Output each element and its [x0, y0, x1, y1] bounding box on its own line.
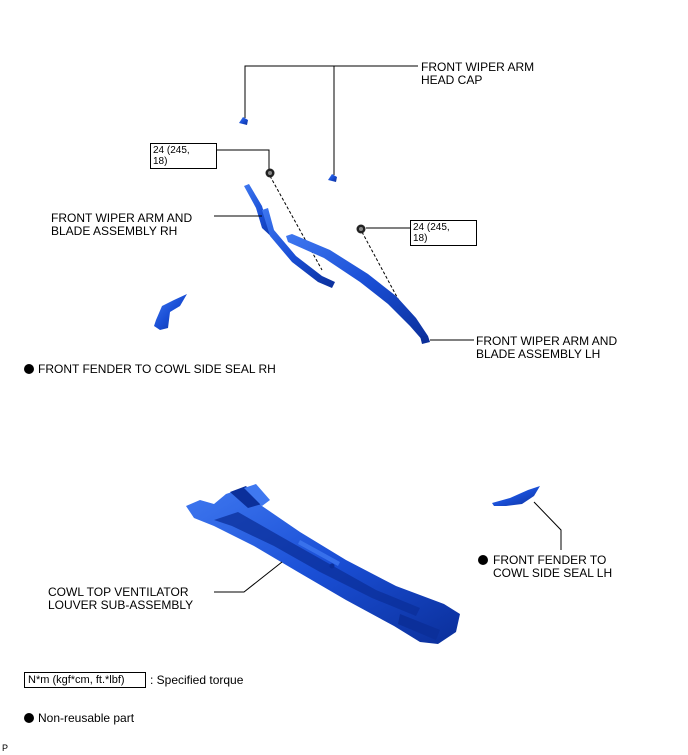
- torque-lh-box: 24 (245, 18): [410, 220, 477, 246]
- arm-lh-label: FRONT WIPER ARM AND BLADE ASSEMBLY LH: [476, 334, 618, 361]
- head-cap-lh: [328, 174, 337, 182]
- seal-rh-text: FRONT FENDER TO COWL SIDE SEAL RH: [38, 362, 276, 376]
- seal-lh-label: FRONT FENDER TO COWL SIDE SEAL LH: [478, 554, 612, 580]
- head-cap-leader: [244, 65, 418, 175]
- wiper-arm-rh: [244, 184, 335, 288]
- seal-lh-leader: [533, 501, 562, 550]
- seal-lh-text: FRONT FENDER TO COWL SIDE SEAL LH: [493, 553, 613, 580]
- non-reusable-icon: [478, 555, 488, 565]
- cowl-leader: [214, 561, 283, 593]
- corner-mark: P: [2, 743, 9, 753]
- head-cap-rh: [239, 117, 248, 125]
- nonreusable-text: Non-reusable part: [38, 711, 135, 725]
- torque-unit-legend: N*m (kgf*cm, ft.*lbf): [24, 672, 146, 688]
- nonreusable-legend: Non-reusable part: [24, 712, 134, 725]
- fender-seal-lh: [492, 486, 540, 506]
- non-reusable-icon: [24, 713, 34, 723]
- fender-seal-rh: [154, 294, 187, 330]
- nut-lh-icon: [356, 224, 366, 234]
- torque-rh-box: 24 (245, 18): [150, 143, 217, 169]
- cowl-label: COWL TOP VENTILATOR LOUVER SUB-ASSEMBLY: [48, 585, 194, 612]
- wiper-arm-lh: [286, 234, 430, 344]
- torque-lh-leader: [361, 227, 410, 311]
- head-cap-label: FRONT WIPER ARM HEAD CAP: [421, 60, 535, 87]
- seal-rh-label: FRONT FENDER TO COWL SIDE SEAL RH: [24, 363, 276, 376]
- cowl-top-louver: [186, 484, 460, 644]
- nut-rh-icon: [265, 168, 275, 178]
- non-reusable-icon: [24, 364, 34, 374]
- torque-rh-leader: [217, 149, 323, 271]
- torque-desc-legend: : Specified torque: [150, 673, 244, 687]
- arm-rh-label: FRONT WIPER ARM AND BLADE ASSEMBLY RH: [51, 211, 193, 238]
